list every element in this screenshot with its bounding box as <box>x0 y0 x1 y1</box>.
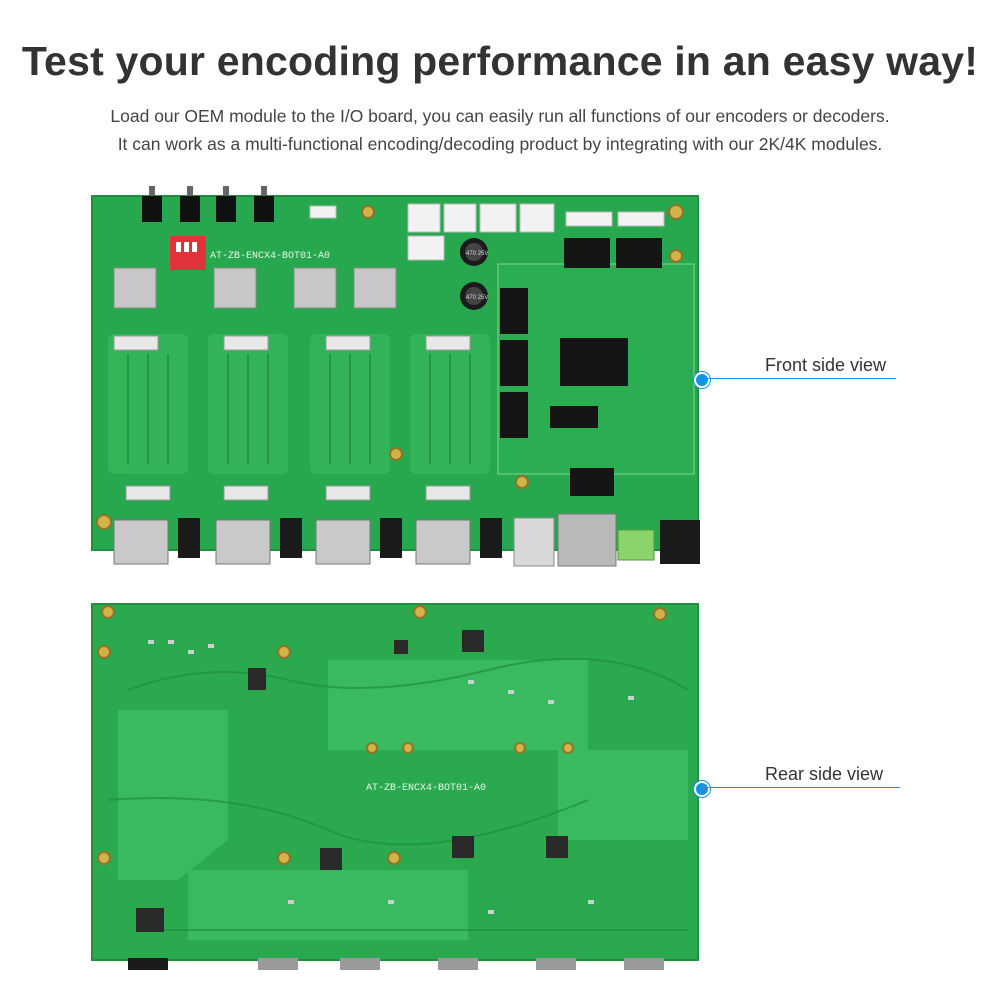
rear-side-label: Rear side view <box>765 764 884 784</box>
front-side-label: Front side view <box>765 355 887 375</box>
rear-board-photo: AT-ZB-ENCX4-BOT01-A0 <box>88 600 704 972</box>
callout-line-rear <box>706 787 900 788</box>
callout-line-front <box>706 378 896 379</box>
front-silkscreen-text: AT-ZB-ENCX4-BOT01-A0 <box>210 251 330 262</box>
capacitor-label-1: 470 25V <box>466 251 488 257</box>
headline: Test your encoding performance in an eas… <box>21 38 979 84</box>
rear-silkscreen-text: AT-ZB-ENCX4-BOT01-A0 <box>366 783 486 794</box>
front-board-photo: AT-ZB-ENCX4-BOT01-A0 470 25V 470 25V <box>88 184 704 570</box>
capacitor-label-2: 470 25V <box>466 295 488 301</box>
callout-dot-front <box>694 372 710 388</box>
description-line-1: Load our OEM module to the I/O board, yo… <box>110 106 890 126</box>
callout-dot-rear <box>694 781 710 797</box>
description-line-2: It can work as a multi-functional encodi… <box>117 134 883 154</box>
